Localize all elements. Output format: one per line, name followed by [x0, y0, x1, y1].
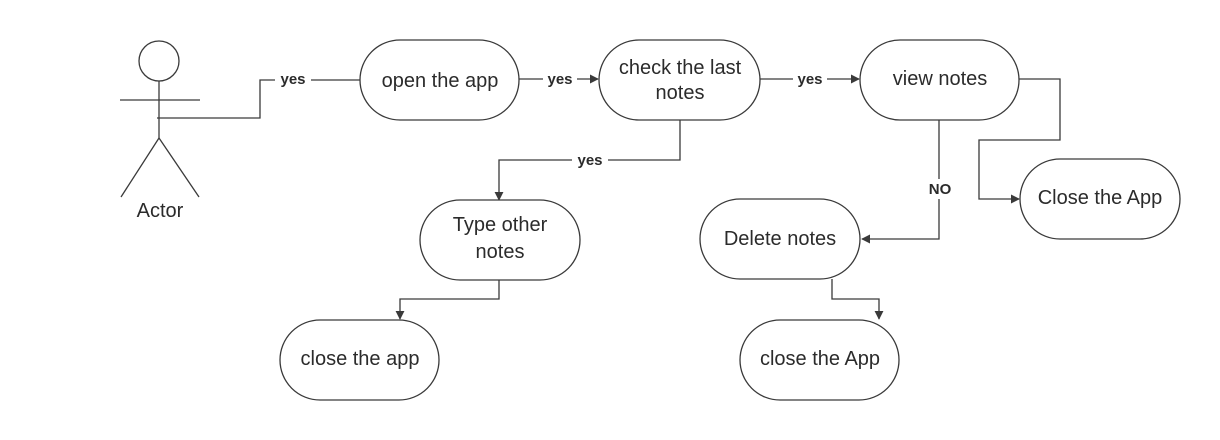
node-delete-notes: Delete notes — [699, 198, 861, 280]
node-type-other-notes: Type other notes — [419, 199, 581, 281]
edge-view-to-close — [978, 78, 1061, 204]
node-close-the-app-right: Close the App — [1019, 158, 1181, 240]
edge-actor-to-open — [157, 79, 360, 119]
svg-text:NO: NO — [929, 181, 952, 198]
svg-text:yes: yes — [547, 71, 572, 88]
edge-label-check-to-view: yes — [793, 70, 827, 88]
actor-head — [138, 40, 180, 82]
node-type-other-notes-line-1: Type other — [453, 214, 548, 236]
node-type-other-notes-line-2: notes — [476, 241, 525, 263]
svg-text:yes: yes — [577, 152, 602, 169]
node-close-the-app-middle-line-1: close the App — [760, 348, 880, 370]
node-close-the-app-left: close the app — [279, 319, 440, 401]
edge-delete-to-close — [831, 279, 884, 320]
node-view-notes-line-1: view notes — [893, 68, 988, 90]
node-open-the-app-line-1: open the app — [382, 70, 499, 92]
edge-label-actor-to-open: yes — [275, 70, 311, 88]
svg-text:yes: yes — [280, 71, 305, 88]
node-check-the-last-notes-line-1: check the last — [619, 57, 742, 79]
edge-label-open-to-check: yes — [543, 70, 577, 88]
edge-view-to-delete — [861, 120, 940, 244]
node-close-the-app-right-line-1: Close the App — [1038, 187, 1163, 209]
actor-left-leg — [120, 137, 160, 198]
node-close-the-app-middle: close the App — [739, 319, 900, 401]
actor-label: Actor — [137, 200, 184, 222]
actor-figure: Actor — [120, 40, 200, 222]
edge-label-check-to-type: yes — [572, 151, 608, 169]
node-check-the-last-notes: check the last notes — [598, 39, 761, 121]
node-delete-notes-line-1: Delete notes — [724, 228, 836, 250]
node-check-the-last-notes-line-2: notes — [656, 82, 705, 104]
node-view-notes: view notes — [859, 39, 1020, 121]
edge-type-to-close — [395, 280, 500, 320]
edge-label-view-to-delete: NO — [925, 179, 955, 199]
node-close-the-app-left-line-1: close the app — [301, 348, 420, 370]
node-open-the-app: open the app — [359, 39, 520, 121]
actor-right-leg — [158, 137, 200, 198]
svg-text:yes: yes — [797, 71, 822, 88]
